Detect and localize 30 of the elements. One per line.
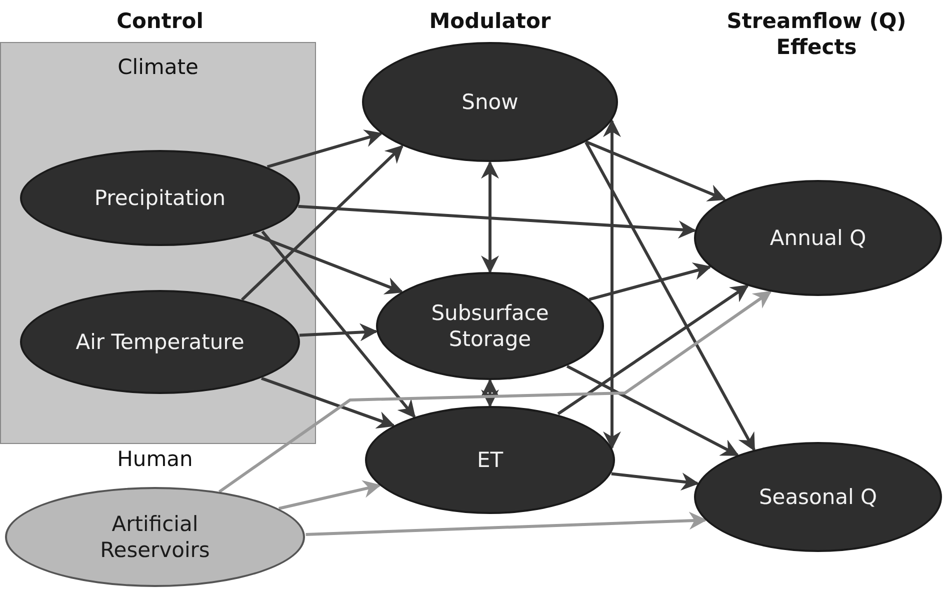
arrow xyxy=(299,323,378,342)
group-heading: Human xyxy=(116,446,194,472)
arrow xyxy=(585,140,726,202)
node-label: ET xyxy=(476,446,504,474)
node-label: Annual Q xyxy=(770,224,866,252)
arrow xyxy=(588,262,712,301)
column-heading: Control xyxy=(116,8,204,34)
arrow xyxy=(584,141,756,452)
arrow xyxy=(481,378,499,408)
arrow xyxy=(298,204,696,238)
arrow xyxy=(261,230,416,418)
arrow xyxy=(240,144,404,301)
node-label: Air Temperature xyxy=(76,328,244,356)
column-heading: Streamflow (Q) Effects xyxy=(726,8,908,60)
arrow xyxy=(218,290,772,494)
arrow xyxy=(481,160,499,274)
group-heading: Climate xyxy=(116,55,200,79)
node-label: Subsurface Storage xyxy=(430,300,550,352)
arrow xyxy=(252,232,404,294)
column-heading: Modulator xyxy=(428,8,552,34)
node-label: Seasonal Q xyxy=(758,484,878,510)
arrow xyxy=(566,364,740,456)
arrow xyxy=(557,284,749,416)
node-label: Precipitation xyxy=(94,184,226,212)
group-panel xyxy=(0,42,316,444)
node-label: Artificial Reservoirs xyxy=(99,510,211,564)
arrow xyxy=(278,480,382,510)
arrow xyxy=(611,472,700,491)
arrow xyxy=(306,512,708,536)
node-label: Snow xyxy=(462,88,518,116)
